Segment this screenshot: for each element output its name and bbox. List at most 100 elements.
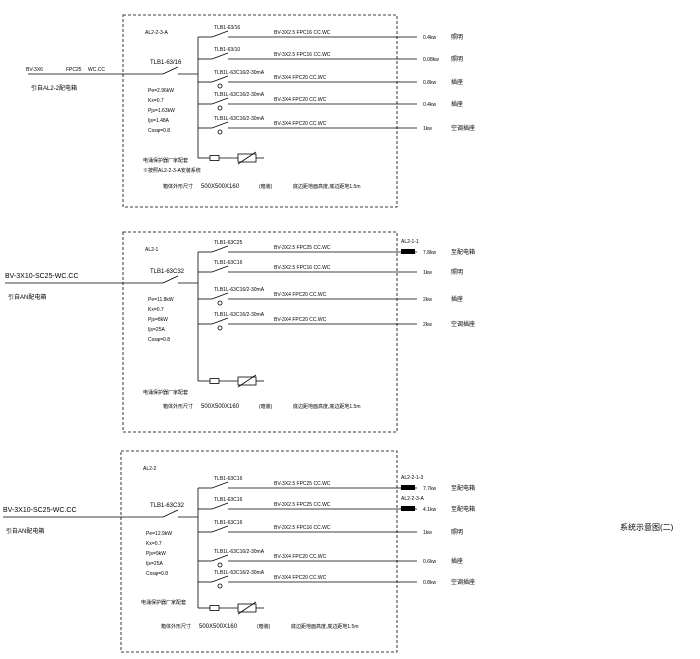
load-value: 0.8kw: [423, 80, 436, 86]
surge-protector-arrow: [237, 601, 257, 615]
load-value: 7.8kw: [423, 250, 436, 256]
load-use: 插座: [451, 78, 463, 86]
panel-name: AL2-2-3-A: [145, 30, 168, 36]
cable-label: BV-3X2.5 FPC16 CC.WC: [274, 525, 331, 531]
load-use: 照明: [451, 269, 463, 276]
main-breaker-contact: [162, 509, 179, 518]
cable-label: BV-3X2.5 FPC25 CC.WC: [274, 481, 331, 487]
target-panel-mark: [401, 485, 415, 490]
panel-param: Kx=0.7: [148, 98, 164, 104]
breaker-contact: [211, 317, 229, 325]
circuit-row: TLB1L-63C16/2-30mA BV-3X4 FPC20 CC.WC 0.8k…: [198, 570, 475, 589]
target-panel: AL2-1-1: [401, 239, 419, 245]
panel-al2-2: AL2-2TLB1-63C32BV-3X10-SC25-WC.CC引自AN配电箱…: [3, 450, 475, 653]
panel-param: Pjs=9kW: [146, 551, 166, 557]
surge-protector-arrow: [237, 151, 257, 165]
main-breaker-contact: [162, 66, 179, 75]
breaker-label: TLB1-63C16: [214, 520, 243, 526]
cable-label: BV-3X4 FPC20 CC.WC: [274, 575, 327, 581]
panel-enclosure: [122, 14, 398, 208]
breaker-label: TLB1-63C16: [214, 476, 243, 482]
cable-label: BV-3X2.5 FPC16 CC.WC: [274, 52, 331, 58]
target-panel: AL2-2-1-3: [401, 475, 423, 481]
incoming-cable: BV-3X6: [26, 67, 43, 73]
breaker-label: TLB1L-63C16/2-30mA: [214, 287, 265, 293]
cable-label: BV-3X2.5 FPC16 CC.WC: [274, 265, 331, 271]
rcd-symbol: [217, 325, 223, 331]
breaker-label: TLB1L-63C16/2-30mA: [214, 92, 265, 98]
breaker-contact: [211, 575, 229, 583]
panel-param: Pjs=8kW: [148, 317, 168, 323]
load-use: 至配电箱: [451, 484, 475, 492]
panel-param: Cosφ=0.8: [146, 571, 168, 577]
breaker-contact: [211, 52, 229, 60]
mount-note: 底边距地面高度,底边距地1.5m: [291, 623, 359, 630]
panel-param: Kx=0.7: [148, 307, 164, 313]
load-value: 0.8kw: [423, 580, 436, 586]
rcd-symbol: [217, 300, 223, 306]
target-panel-mark: [401, 506, 415, 511]
cable-label: BV-3X4 FPC20 CC.WC: [274, 97, 327, 103]
load-value: 1kw: [423, 270, 432, 276]
cable-label: BV-3X4 FPC20 CC.WC: [274, 317, 327, 323]
incoming-cable: BV-3X10-SC25-WC.CC: [3, 507, 77, 514]
panel-param: Cosφ=0.8: [148, 128, 170, 134]
breaker-contact: [211, 525, 229, 533]
size-label: 箱体外形尺寸: [163, 403, 193, 410]
panel-al2-1: AL2-1TLB1-63C32BV-3X10-SC25-WC.CC引自AN配电箱…: [5, 231, 475, 433]
breaker-contact: [211, 292, 229, 300]
panel-param: Ijs=25A: [148, 327, 165, 333]
rcd-symbol: [217, 105, 223, 111]
cable-label: BV-3X4 FPC20 CC.WC: [274, 121, 327, 127]
breaker-contact: [211, 265, 229, 273]
load-value: 2kw: [423, 297, 432, 303]
breaker-label: TLB1-63C25: [214, 240, 243, 246]
load-use: 空调插座: [451, 124, 475, 132]
incoming-source: 引自AN配电箱: [8, 293, 46, 301]
main-breaker-contact: [162, 275, 179, 284]
cable-label: BV-3X4 FPC20 CC.WC: [274, 554, 327, 560]
load-use: 插座: [451, 295, 463, 303]
panel-param: Ijs=1.48A: [148, 118, 170, 124]
mount-type: (暗装): [259, 183, 273, 190]
breaker-label: TLB1-63C16: [214, 497, 243, 503]
rcd-symbol: [217, 83, 223, 89]
size-label: 箱体外形尺寸: [161, 623, 191, 630]
breaker-label: TLB1L-63C16/2-30mA: [214, 570, 265, 576]
incoming-conduit: FPC25: [66, 67, 82, 73]
incoming-source: 引自AN配电箱: [6, 527, 44, 535]
target-panel: AL2-2-3-A: [401, 496, 424, 502]
breaker-contact: [211, 481, 229, 489]
panel-note: 电涌保护器厂家配套: [143, 157, 188, 164]
load-value: 1kw: [423, 530, 432, 536]
load-use: 照明: [451, 34, 463, 41]
panel-param: Pe=12.9kW: [146, 531, 172, 537]
load-use: 至配电箱: [451, 248, 475, 256]
breaker-contact: [211, 554, 229, 562]
load-value: 7.7kw: [423, 486, 436, 492]
main-breaker-label: TLB1-63/16: [150, 60, 182, 66]
size-label: 箱体外形尺寸: [163, 183, 193, 190]
drawing-title: 系统示意图(二): [620, 522, 674, 532]
panel-enclosure: [122, 231, 398, 433]
incoming-cable: BV-3X10-SC25-WC.CC: [5, 273, 79, 280]
load-use: 照明: [451, 529, 463, 536]
panel-param: Pe=11.8kW: [148, 297, 174, 303]
cable-label: BV-3X2.5 FPC25 CC.WC: [274, 502, 331, 508]
breaker-label: TLB1-63/16: [214, 25, 240, 31]
load-use: 至配电箱: [451, 505, 475, 513]
panel-name: AL2-1: [145, 247, 159, 253]
target-panel-mark: [401, 249, 415, 254]
mount-type: (暗装): [257, 623, 271, 630]
load-value: 0.6kw: [423, 559, 436, 565]
breaker-contact: [211, 97, 229, 105]
main-breaker-label: TLB1-63C32: [150, 503, 185, 509]
